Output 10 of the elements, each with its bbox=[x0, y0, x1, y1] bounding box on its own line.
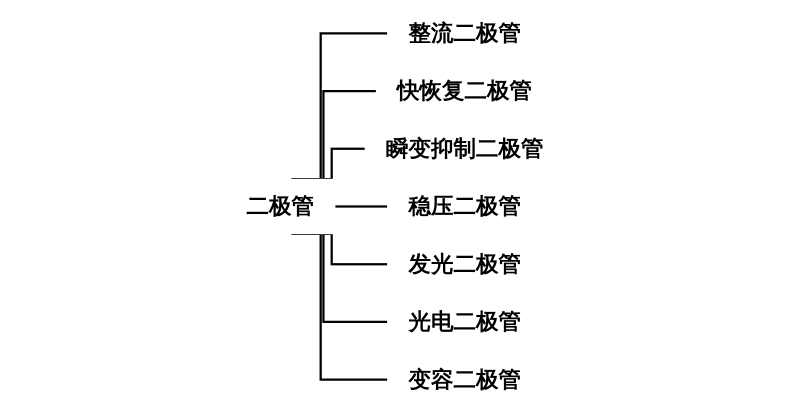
node-text: 发光二极管 bbox=[408, 251, 521, 278]
node-text: 快恢复二极管 bbox=[397, 78, 532, 104]
node-text: 光电二极管 bbox=[408, 308, 521, 336]
connector bbox=[335, 205, 388, 208]
node-text: 瞬变抑制二极管 bbox=[386, 136, 544, 162]
connector bbox=[291, 232, 388, 381]
node-text: 变容二极管 bbox=[408, 366, 521, 393]
connector bbox=[291, 32, 388, 180]
node-text: 稳压二极管 bbox=[408, 193, 521, 220]
node-text: 整流二极管 bbox=[408, 20, 521, 46]
